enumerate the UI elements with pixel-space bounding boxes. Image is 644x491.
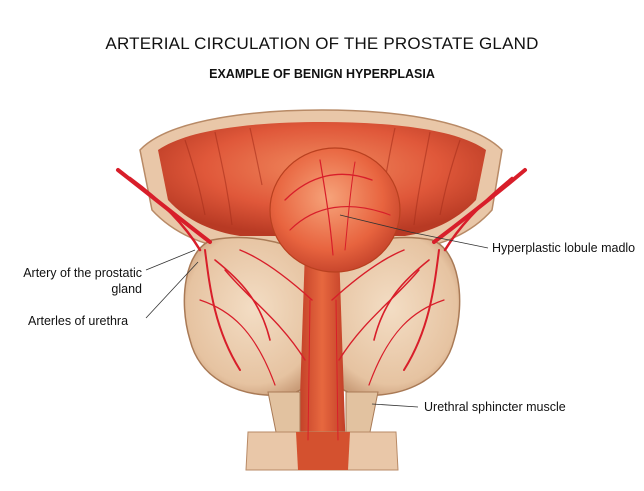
label-artery-line2: gland (111, 282, 142, 296)
label-sphincter: Urethral sphincter muscle (424, 399, 566, 415)
page-title: ARTERIAL CIRCULATION OF THE PROSTATE GLA… (105, 34, 539, 53)
hyperplastic-lobule (269, 147, 401, 273)
label-hyperplastic-text: Hyperplastic lobule madlo (492, 241, 636, 255)
label-artery-prostatic: Artery of the prostatic gland (4, 265, 142, 297)
leader-lines (145, 214, 489, 408)
sphincter-right (345, 391, 379, 433)
sphincter-left (267, 391, 301, 433)
page-subtitle: EXAMPLE OF BENIGN HYPERPLASIA (209, 67, 435, 81)
urethra (298, 250, 346, 455)
arteries (116, 159, 527, 441)
label-sphincter-text: Urethral sphincter muscle (424, 400, 566, 414)
label-hyperplastic-lobule: Hyperplastic lobule madlo (492, 240, 635, 256)
label-urethra-arteries-text: Arterles of urethra (28, 314, 129, 328)
label-artery-line1: Artery of the prostatic (23, 266, 142, 280)
label-urethra-arteries: Arterles of urethra (28, 313, 128, 329)
